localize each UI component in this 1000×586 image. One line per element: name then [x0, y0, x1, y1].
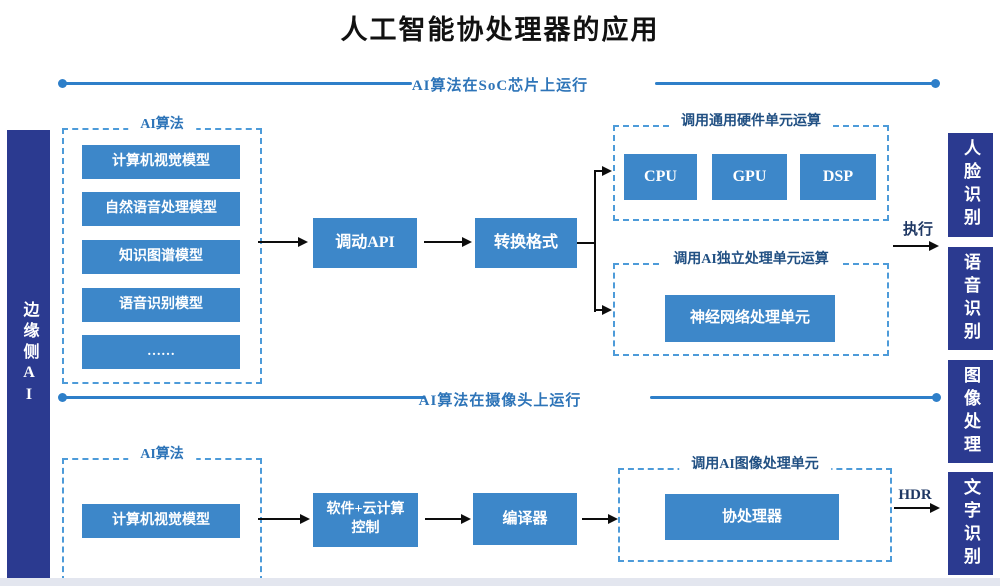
output-face-recognition: 人脸识别: [948, 133, 993, 237]
fork-stub-line: [577, 242, 596, 244]
algo-group-camera-title: AI算法: [128, 447, 196, 467]
hdr-label: HDR: [898, 487, 932, 503]
algo-group-soc-title: AI算法: [128, 117, 196, 137]
npu-box: 神经网络处理单元: [665, 295, 835, 342]
coprocessor-box: 协处理器: [665, 494, 839, 540]
output-image-processing: 图像处理: [948, 360, 993, 463]
divider-line-left-camera: [62, 396, 425, 399]
call-api-box: 调动API: [313, 218, 417, 268]
edge-side-ai-bar: 边缘侧AI: [7, 130, 50, 578]
page-title: 人工智能协处理器的应用: [340, 15, 660, 45]
output-speech-recognition: 语音识别: [948, 247, 993, 350]
hdr-arrow: [894, 503, 940, 513]
gpu-box: GPU: [712, 154, 787, 200]
model-box-ellipsis: ……: [82, 335, 240, 369]
model-box-cv: 计算机视觉模型: [82, 145, 240, 179]
output-text-recognition: 文字识别: [948, 472, 993, 575]
model-box-knowledge-graph: 知识图谱模型: [82, 240, 240, 274]
execute-label: 执行: [902, 222, 933, 238]
section-header-soc: AI算法在SoC芯片上运行: [411, 78, 589, 94]
software-cloud-box: 软件+云计算控制: [313, 493, 418, 547]
divider-dot-right-camera: [932, 393, 941, 402]
cpu-box: CPU: [624, 154, 697, 200]
divider-dot-right-soc: [931, 79, 940, 88]
ipu-group: 调用AI图像处理单元 协处理器: [618, 457, 892, 562]
section-header-camera: AI算法在摄像头上运行: [418, 393, 582, 409]
divider-line-right-camera: [650, 396, 935, 399]
flow-arrow-api-to-convert: [424, 237, 472, 247]
fork-arrow-to-hw-group: [594, 166, 612, 176]
npu-group-title: 调用AI独立处理单元运算: [661, 252, 841, 272]
compiler-box: 编译器: [473, 493, 577, 545]
npu-group: 调用AI独立处理单元运算 神经网络处理单元: [613, 252, 889, 356]
execute-arrow: [893, 241, 939, 251]
divider-line-left-soc: [62, 82, 412, 85]
hw-units-group-title: 调用通用硬件单元运算: [669, 114, 833, 134]
fork-arrow-to-npu-group: [594, 305, 612, 315]
algo-group-camera: AI算法 计算机视觉模型: [62, 447, 262, 582]
bottom-band: [0, 578, 1000, 586]
model-box-cv-camera: 计算机视觉模型: [82, 504, 240, 538]
model-box-speech: 语音识别模型: [82, 288, 240, 322]
fork-vertical-line: [594, 171, 596, 312]
hw-units-group: 调用通用硬件单元运算 CPU GPU DSP: [613, 114, 889, 221]
flow-arrow-software-to-compiler: [425, 514, 471, 524]
flow-arrow-algo-to-api: [258, 237, 308, 247]
algo-group-soc: AI算法 计算机视觉模型 自然语音处理模型 知识图谱模型 语音识别模型 ……: [62, 117, 262, 384]
divider-line-right-soc: [655, 82, 935, 85]
flow-arrow-algo-to-software: [258, 514, 310, 524]
convert-format-box: 转换格式: [475, 218, 577, 268]
model-box-nlp: 自然语音处理模型: [82, 192, 240, 226]
ipu-group-title: 调用AI图像处理单元: [679, 457, 831, 477]
dsp-box: DSP: [800, 154, 876, 200]
flow-arrow-compiler-to-ipu: [582, 514, 618, 524]
